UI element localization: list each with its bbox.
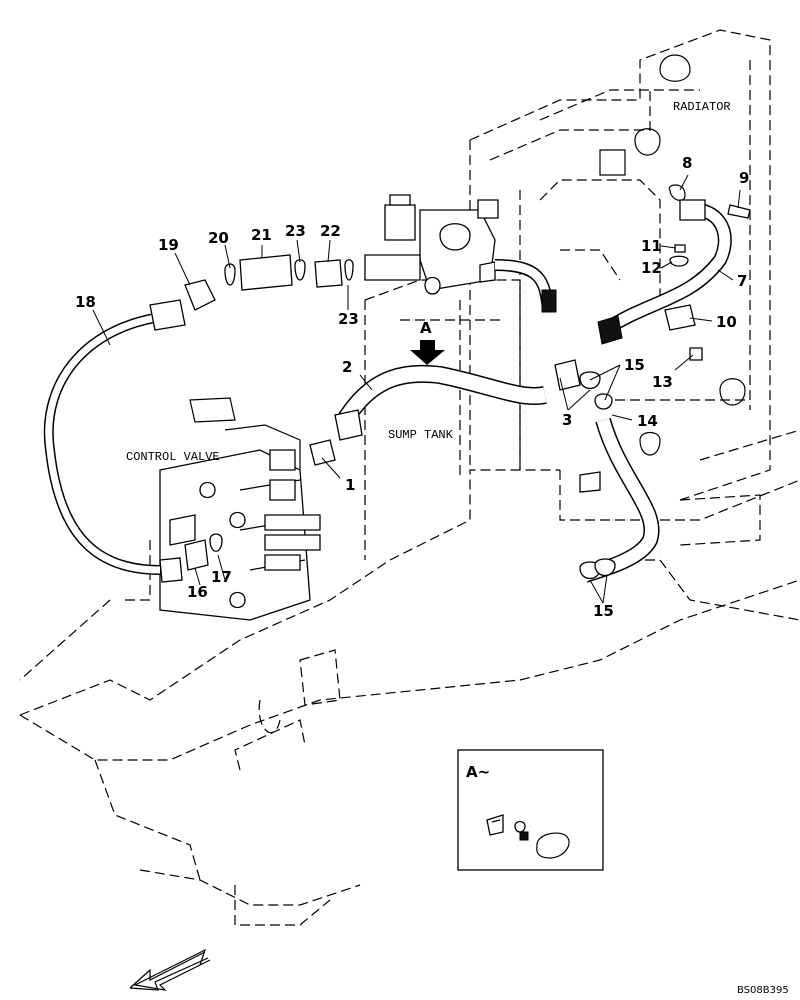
sump-tank-caption: SUMP TANK [388, 428, 454, 442]
hose-filter-to-radiator [494, 259, 557, 313]
callout-15a: 15 [624, 356, 645, 374]
callout-9: 9 [739, 169, 749, 187]
radiator-caption: RADIATOR [673, 100, 731, 114]
callout-22: 22 [320, 222, 341, 240]
callout-1: 1 [345, 476, 355, 494]
view-arrow-a: A [410, 319, 445, 365]
hose-2 [334, 364, 547, 441]
captions: RADIATOR SUMP TANK CONTROL VALVE BS08B39… [126, 100, 789, 996]
callout-18: 18 [75, 293, 96, 311]
callout-21: 21 [251, 226, 272, 244]
callout-12: 12 [641, 259, 662, 277]
callout-20: 20 [208, 229, 229, 247]
callout-11: 11 [641, 237, 662, 255]
callout-7: 7 [737, 272, 747, 290]
control-valve [159, 397, 321, 621]
detail-title: A~ [466, 763, 490, 781]
view-marker: A [420, 319, 432, 337]
sump-tank [364, 279, 521, 560]
callout-10: 10 [716, 313, 737, 331]
control-valve-caption: CONTROL VALVE [126, 450, 220, 464]
front-direction-arrow [129, 948, 211, 991]
callout-19: 19 [158, 236, 179, 254]
callout-13: 13 [652, 373, 673, 391]
callout-16: 16 [187, 583, 208, 601]
hose-7 [597, 203, 732, 345]
detail-view-a: A~ [457, 749, 604, 871]
fittings [184, 184, 751, 580]
hose-14 [582, 417, 660, 583]
drawing-code: BS08B395 [737, 985, 789, 996]
callout-2: 2 [342, 358, 352, 376]
callout-14: 14 [637, 412, 658, 430]
callout-17: 17 [211, 568, 232, 586]
hose-18 [43, 299, 186, 583]
callout-8: 8 [682, 154, 692, 172]
filter-head [364, 194, 499, 295]
callouts: 1 2 3 4 5 6 7 8 9 10 11 12 13 14 15 15 1… [75, 154, 749, 824]
callout-23a: 23 [285, 222, 306, 240]
machine-frame [19, 429, 800, 926]
callout-23b: 23 [338, 310, 359, 328]
callout-15b: 15 [593, 602, 614, 620]
radiator [469, 29, 771, 501]
callout-3: 3 [562, 411, 572, 429]
